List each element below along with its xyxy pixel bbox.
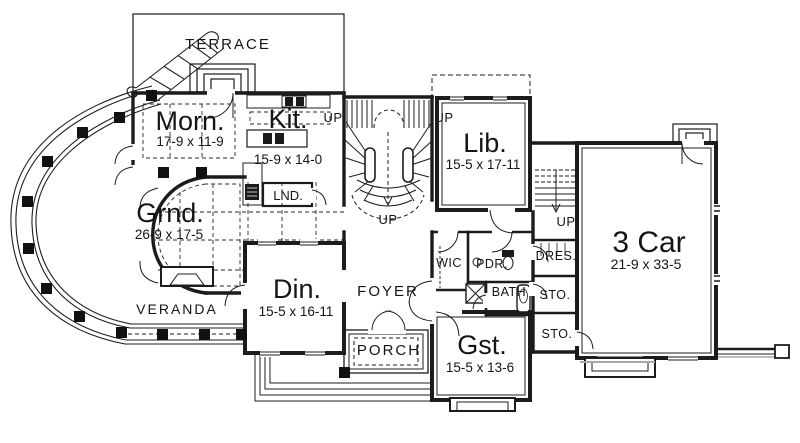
grand-room-label: Grnd. (136, 198, 204, 228)
wic-label: WIC (436, 256, 462, 270)
sink-icon-2 (275, 133, 284, 144)
up-label-foyer: UP (378, 212, 397, 227)
windows (258, 94, 721, 357)
laundry-door-arc (311, 189, 327, 206)
garage-dims: 21-9 x 33-5 (611, 256, 682, 272)
terrace-step-1 (189, 63, 256, 93)
terrace-area (132, 13, 345, 93)
wic-door-arc (437, 231, 459, 253)
grand-room-dims: 26-9 x 17-5 (135, 227, 203, 242)
kitchen-counter-dashed (249, 111, 331, 125)
kitchen-dims: 15-9 x 14-0 (254, 152, 322, 167)
porch-dashed-inset (353, 337, 419, 366)
up-label-rear: UP (556, 214, 575, 229)
morning-room-dims: 17-9 x 11-9 (156, 134, 223, 149)
bath-label: BATH (492, 285, 526, 299)
powder-label: PDR. (476, 257, 508, 271)
grand-bay-door-arc-top (139, 187, 159, 211)
cooktop-icon (285, 97, 293, 106)
veranda-inner-edge (31, 99, 245, 329)
storage-lower-door-arc (576, 331, 594, 350)
grand-column (158, 167, 169, 178)
stair-rail-curl (126, 86, 138, 98)
veranda-label: VERANDA (136, 301, 218, 317)
foyer-porch-double-door (371, 310, 406, 331)
library-door-arc (489, 209, 514, 234)
bath-door-arc (472, 294, 487, 310)
porch-column (339, 367, 350, 378)
labels: TERRACE Morn. 17-9 x 11-9 Kit. 15-9 x 14… (135, 36, 686, 375)
grand-bay-door-arc-bottom (139, 260, 159, 284)
up-label-library: UP (434, 110, 453, 125)
kitchen-fixtures (242, 94, 331, 206)
grand-column-2 (196, 167, 207, 178)
sink-pedestal-icon (472, 257, 482, 267)
veranda-outer-edge-2 (15, 89, 245, 341)
library-roof-dashed (431, 74, 531, 98)
veranda-outer-edge (10, 85, 245, 345)
veranda-entry-stair (126, 31, 225, 101)
garage-label: 3 Car (612, 226, 685, 259)
terrace-door-arc (207, 92, 234, 119)
kitchen-label: Kit. (268, 104, 307, 134)
wing-wall-pier (774, 344, 790, 359)
terrace-outline (132, 13, 345, 93)
guest-door-arc (435, 311, 460, 337)
library-label: Lib. (463, 128, 507, 158)
toilet-bowl-icon (502, 256, 514, 270)
toilet-tank-icon (502, 250, 514, 257)
morning-room-label: Morn. (155, 106, 224, 136)
library-dims: 15-5 x 17-11 (446, 157, 521, 172)
guest-bay (449, 397, 516, 412)
stair-newel-left (364, 147, 376, 183)
dressing-door-arc (532, 245, 549, 263)
guest-dims: 15-5 x 13-6 (446, 360, 514, 375)
library-walls (435, 96, 532, 212)
guest-label: Gst. (457, 330, 507, 360)
dining-veranda-door-arc (224, 284, 246, 307)
fireplace (160, 266, 214, 287)
veranda-structure (10, 85, 245, 345)
foyer-hall-double-door (408, 280, 433, 322)
bath-fixtures (439, 243, 566, 313)
powder-door-arc (491, 231, 513, 253)
porch-label: PORCH (357, 342, 421, 359)
foyer-label: FOYER (357, 283, 419, 300)
wall-inset-lines (436, 102, 712, 396)
storage-upper-label: STO. (540, 288, 571, 302)
rear-staircase (535, 169, 575, 214)
garage-entry-door-arc (681, 142, 704, 165)
doors (114, 89, 704, 350)
stair-rail-hook (205, 31, 219, 41)
dressing-label: DRES. (536, 249, 577, 263)
stair-rail-a (135, 33, 207, 89)
terrace-label: TERRACE (185, 36, 271, 53)
storage-upper-door-arc (532, 283, 548, 300)
bath-block-walls (430, 230, 579, 317)
stair-newel-right (402, 147, 414, 183)
up-label-kitchen: UP (323, 110, 342, 125)
dining-dims: 15-5 x 16-11 (259, 304, 334, 319)
veranda-inner-edge-2 (35, 103, 245, 325)
morning-tray-ceiling (142, 103, 236, 159)
laundry-label: LND. (273, 188, 303, 203)
veranda-columns (22, 90, 350, 378)
sink-icon (263, 133, 272, 144)
dressing-rod-lines (540, 243, 566, 256)
storage-lower-label: STO. (542, 327, 573, 341)
grand-staircase (344, 100, 434, 220)
garage-bottom (580, 344, 790, 378)
terrace-step-2 (196, 68, 249, 93)
dining-label: Din. (273, 274, 321, 304)
